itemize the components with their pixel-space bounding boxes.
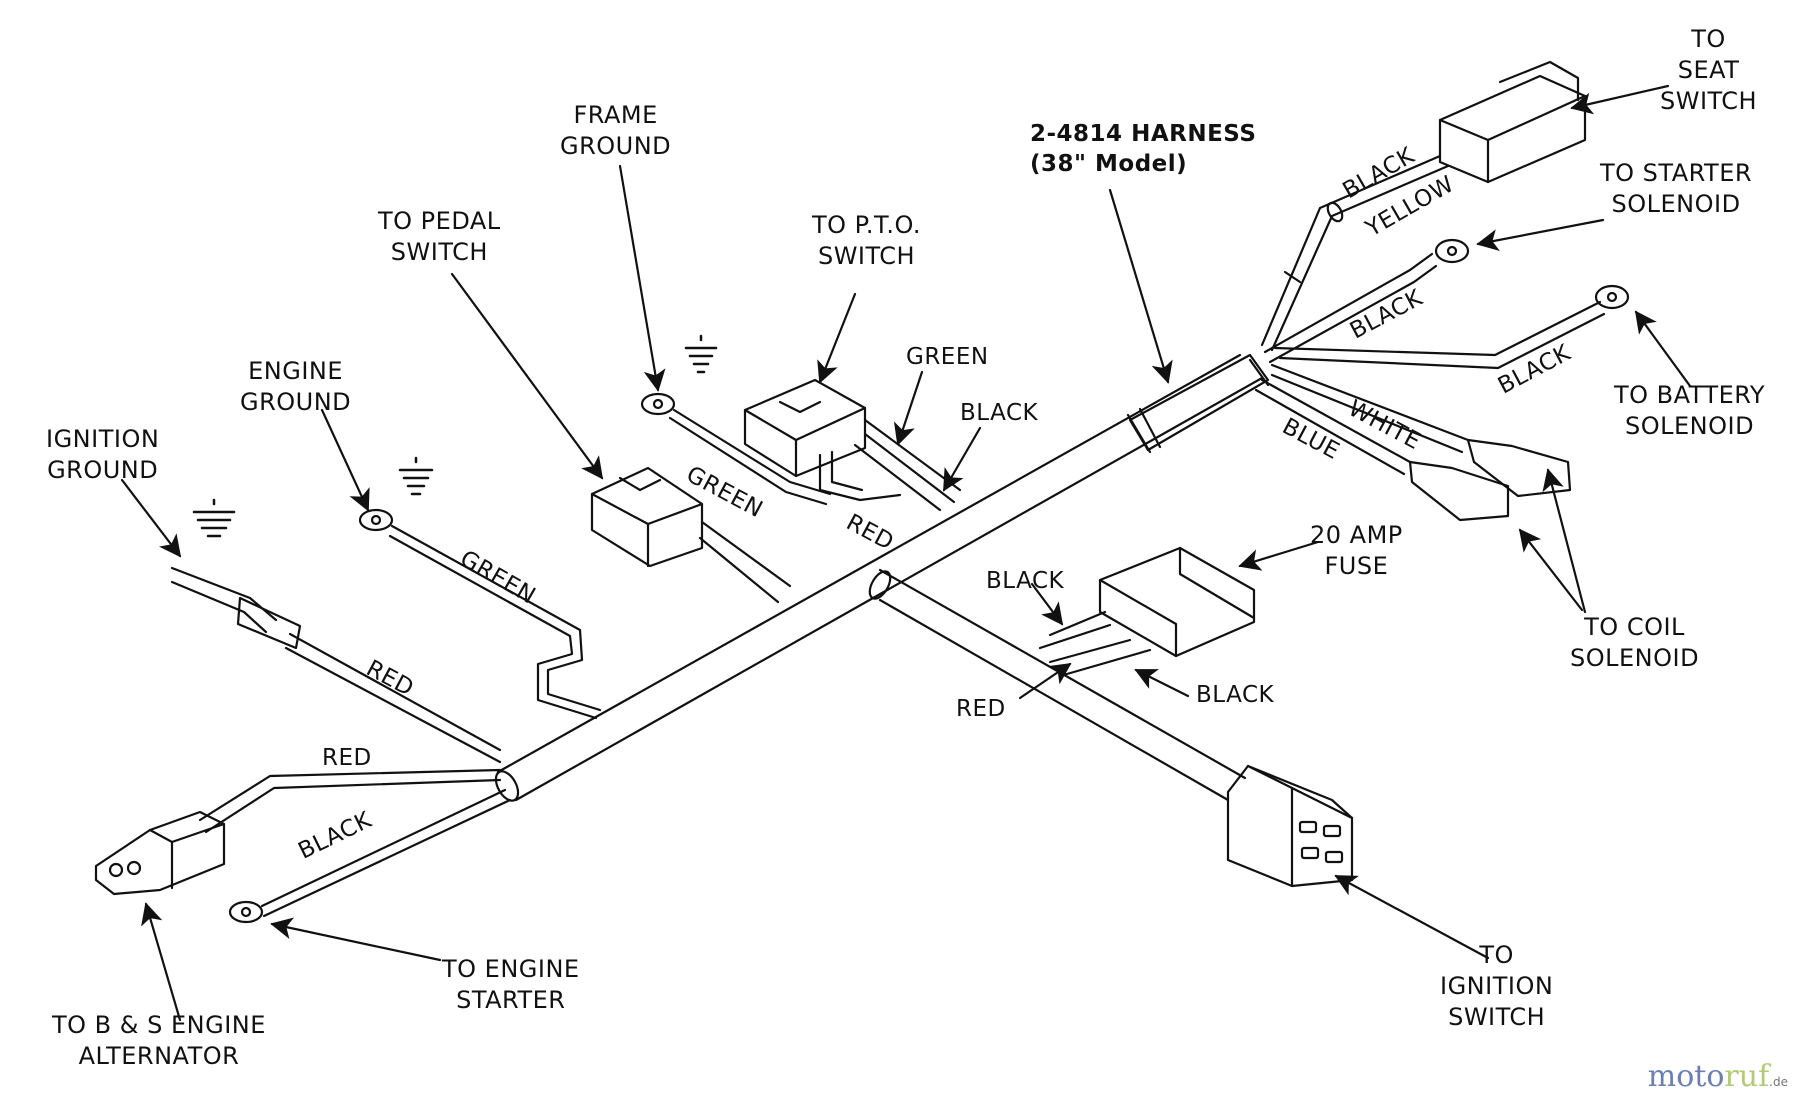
pto-switch-connector <box>743 378 962 512</box>
label-line: SOLENOID <box>1625 412 1755 441</box>
label-line: FUSE <box>1324 552 1389 581</box>
watermark-suffix: .de <box>1769 1075 1788 1089</box>
starter-solenoid-branch <box>1263 238 1470 364</box>
label-line: TO <box>1691 25 1726 53</box>
frame-ground-lug <box>640 334 832 506</box>
label-line: SWITCH <box>1448 1003 1546 1032</box>
label-line: IGNITION <box>46 425 160 453</box>
label-line: SOLENOID <box>1611 190 1741 219</box>
wire-label-green-pto: GREEN <box>906 344 989 370</box>
label-line: TO ENGINE <box>442 955 580 983</box>
battery-solenoid-branch <box>1273 284 1630 370</box>
label-line: ALTERNATOR <box>78 1042 240 1071</box>
harness-title-line2: (38" Model) <box>1030 150 1188 177</box>
label-line: TO COIL <box>1584 613 1685 641</box>
ignition-switch-connector <box>1226 764 1354 888</box>
ignition-ground-connector <box>170 498 502 764</box>
label-line: GROUND <box>240 388 352 417</box>
label-frame-ground: FRAME GROUND <box>560 100 671 162</box>
wire-label-black-fuse-right: BLACK <box>1196 682 1275 708</box>
fuse-holder <box>1038 546 1256 678</box>
wire-label-black-pto: BLACK <box>960 400 1039 426</box>
label-line: STARTER <box>456 986 566 1015</box>
label-to-coil-solenoid: TO COIL SOLENOID <box>1570 612 1699 674</box>
main-harness-trunk <box>494 353 1270 802</box>
label-line: FRAME <box>573 101 658 129</box>
alternator-connector <box>94 768 502 896</box>
engine-ground-lug <box>358 456 602 720</box>
seat-switch-branch <box>1260 60 1587 352</box>
label-to-ignition-switch: TO IGNITION SWITCH <box>1440 940 1553 1034</box>
leader-lines <box>120 84 1692 1022</box>
label-ignition-ground: IGNITION GROUND <box>46 424 159 486</box>
label-line: SWITCH <box>817 242 916 271</box>
label-line: GROUND <box>47 456 159 485</box>
label-engine-ground: ENGINE GROUND <box>240 356 351 418</box>
coil-solenoid-branches <box>1254 363 1572 522</box>
label-to-alternator: TO B & S ENGINE ALTERNATOR <box>52 1010 266 1072</box>
ignition-branch <box>868 568 1247 802</box>
label-line: TO P.T.O. <box>812 211 922 239</box>
watermark-logo: motoruf.de <box>1648 1059 1788 1094</box>
wire-label-black-fuse-top: BLACK <box>986 568 1065 594</box>
label-to-pto-switch: TO P.T.O. SWITCH <box>812 210 921 272</box>
label-line: 20 AMP <box>1310 521 1403 549</box>
label-to-engine-starter: TO ENGINE STARTER <box>442 954 580 1016</box>
label-to-starter-solenoid: TO STARTER SOLENOID <box>1600 158 1752 220</box>
label-line: IGNITION <box>1440 972 1554 1001</box>
label-line: ENGINE <box>248 357 344 385</box>
label-to-seat-switch: TO SEAT SWITCH <box>1660 24 1757 118</box>
label-to-pedal-switch: TO PEDAL SWITCH <box>378 206 501 268</box>
watermark-part1: moto <box>1647 1059 1725 1094</box>
wire-label-red-fuse: RED <box>956 696 1006 722</box>
label-line: SWITCH <box>390 238 488 267</box>
wire-label-red-alternator: RED <box>322 745 372 771</box>
label-fuse: 20 AMP FUSE <box>1310 520 1403 582</box>
harness-title-line1: 2-4814 HARNESS <box>1030 121 1257 147</box>
label-line: TO BATTERY <box>1614 381 1766 409</box>
harness-sleeve <box>1128 353 1270 452</box>
engine-starter-lug <box>228 788 512 924</box>
watermark-part2: ruf <box>1724 1059 1770 1094</box>
label-line: SWITCH <box>1660 87 1758 116</box>
label-line: TO STARTER <box>1600 159 1753 187</box>
pedal-switch-connector <box>590 466 792 604</box>
harness-title: 2-4814 HARNESS (38" Model) <box>1030 120 1256 180</box>
label-line: TO B & S ENGINE <box>52 1011 266 1039</box>
label-line: SOLENOID <box>1570 644 1700 673</box>
label-line: TO PEDAL <box>378 207 501 235</box>
label-line: TO <box>1479 941 1514 969</box>
label-line: GROUND <box>560 132 672 161</box>
label-to-battery-solenoid: TO BATTERY SOLENOID <box>1614 380 1765 442</box>
label-line: SEAT <box>1677 56 1740 85</box>
